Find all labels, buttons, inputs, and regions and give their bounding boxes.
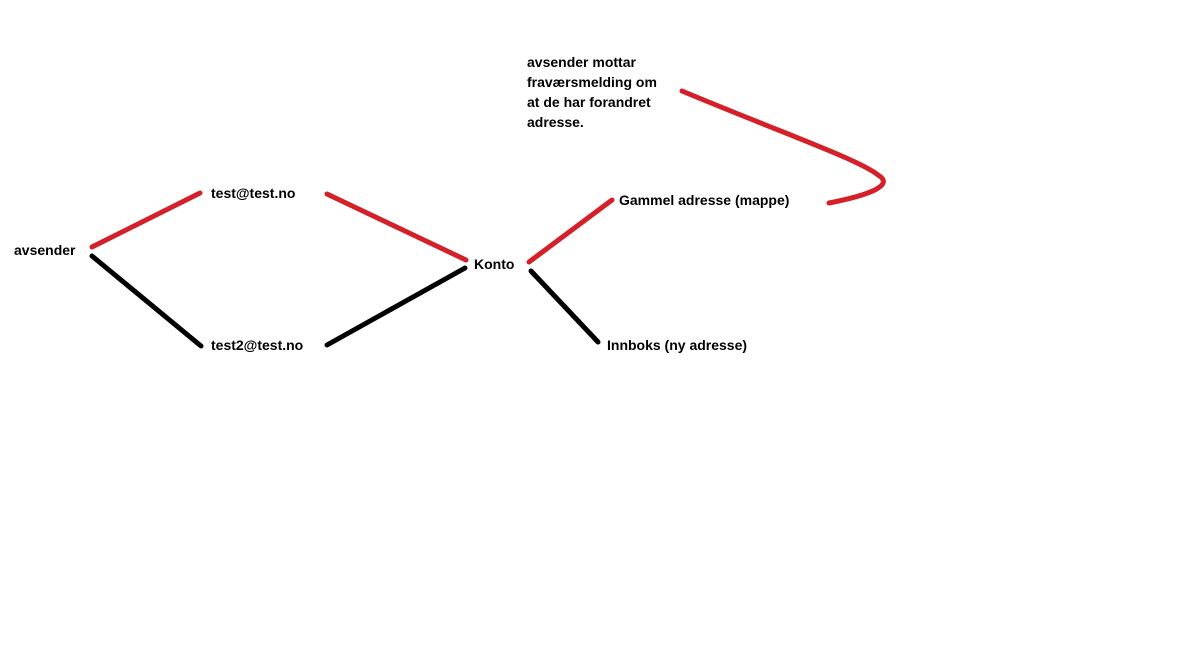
node-gammel-adresse: Gammel adresse (mappe) <box>619 192 790 208</box>
node-konto: Konto <box>474 256 515 272</box>
edge-konto-innboks <box>528 268 601 345</box>
edge-test-konto <box>324 191 469 263</box>
note-line: adresse. <box>527 114 584 130</box>
node-test2-email: test2@test.no <box>211 337 304 353</box>
note-line: fraværsmelding om <box>527 74 657 90</box>
edge-avsender-test2 <box>89 253 204 349</box>
note-autoreply: avsender mottar fraværsmelding om at de … <box>527 52 657 132</box>
note-line: avsender mottar <box>527 54 636 70</box>
node-innboks: Innboks (ny adresse) <box>607 337 748 353</box>
edge-test2-konto <box>324 265 468 348</box>
edge-konto-gammel <box>526 197 615 265</box>
node-test-email: test@test.no <box>211 185 296 201</box>
edge-avsender-test <box>89 190 203 250</box>
edge-gammel-note <box>679 88 886 206</box>
note-line: at de har forandret <box>527 94 651 110</box>
node-avsender: avsender <box>14 242 76 258</box>
